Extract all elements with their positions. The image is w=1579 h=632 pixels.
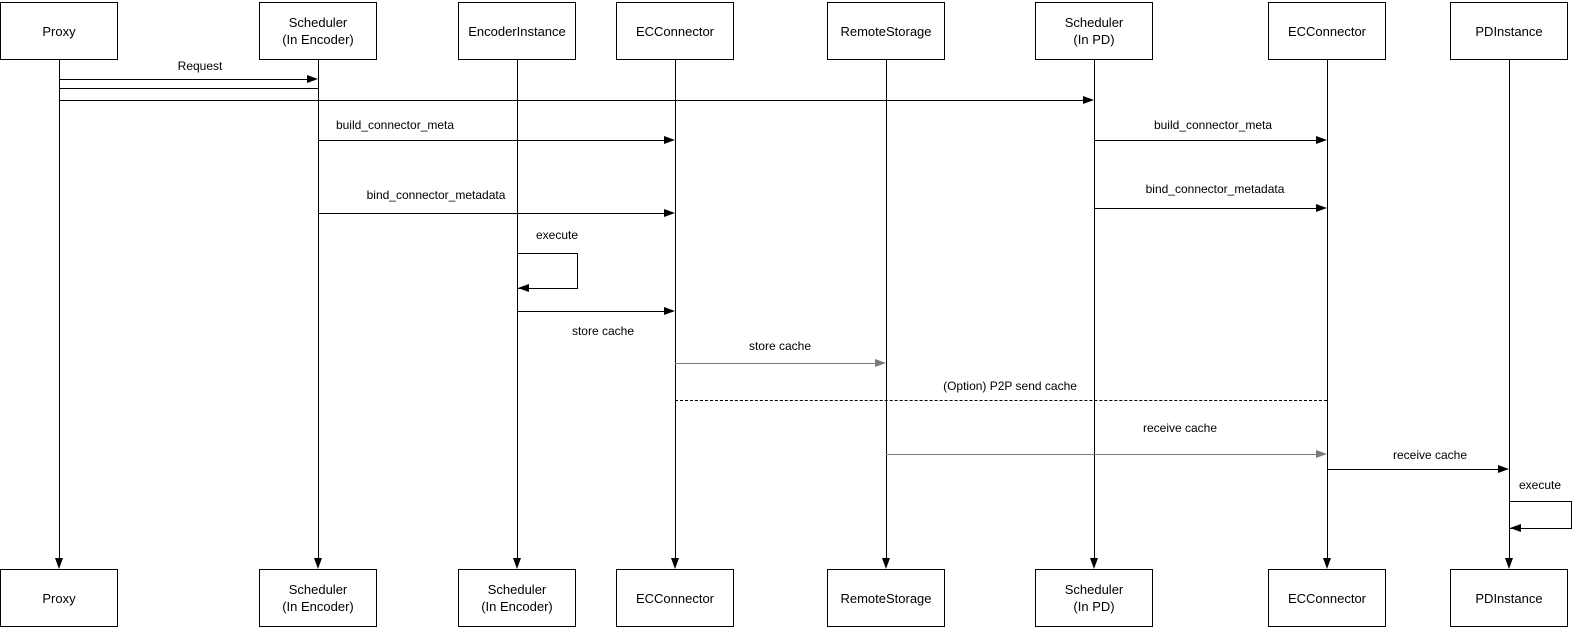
message-line-p2p-send-cache bbox=[675, 400, 1327, 401]
lifeline-arrowhead-proxy bbox=[55, 558, 63, 569]
participant-bottom-encoder-instance: Scheduler (In Encoder) bbox=[458, 569, 576, 627]
message-label-store-cache-ec-to-remote: store cache bbox=[746, 339, 814, 353]
message-line-store-cache-encoder-to-ec bbox=[517, 311, 666, 312]
participant-top-ec-connector-encoder: ECConnector bbox=[616, 2, 734, 60]
lifeline-pd-instance bbox=[1509, 60, 1510, 560]
message-line-build-connector-meta-encoder bbox=[318, 140, 666, 141]
lifeline-ec-connector-pd bbox=[1327, 60, 1328, 560]
message-label-build-connector-meta-encoder: build_connector_meta bbox=[333, 118, 457, 132]
message-line-request bbox=[59, 79, 309, 80]
message-arrowhead-store-cache-ec-to-remote bbox=[875, 359, 886, 367]
participant-top-ec-connector-pd: ECConnector bbox=[1268, 2, 1386, 60]
lifeline-scheduler-in-pd bbox=[1094, 60, 1095, 560]
message-label-receive-cache-remote-to-ec: receive cache bbox=[1140, 421, 1220, 435]
lifeline-arrowhead-scheduler-in-pd bbox=[1090, 558, 1098, 569]
participant-top-encoder-instance: EncoderInstance bbox=[458, 2, 576, 60]
message-arrowhead-proxy-to-scheduler-pd bbox=[1083, 96, 1094, 104]
message-label-bind-connector-metadata-encoder: bind_connector_metadata bbox=[364, 188, 508, 202]
message-line-build-connector-meta-pd bbox=[1094, 140, 1318, 141]
lifeline-ec-connector-encoder bbox=[675, 60, 676, 560]
message-label-receive-cache-ec-to-pd: receive cache bbox=[1390, 448, 1470, 462]
message-arrowhead-build-connector-meta-pd bbox=[1316, 136, 1327, 144]
message-arrowhead-bind-connector-metadata-pd bbox=[1316, 204, 1327, 212]
self-message-label-execute-pd: execute bbox=[1516, 478, 1564, 492]
participant-top-scheduler-in-pd: Scheduler (In PD) bbox=[1035, 2, 1153, 60]
message-arrowhead-bind-connector-metadata-encoder bbox=[664, 209, 675, 217]
message-line-bind-connector-metadata-encoder bbox=[318, 213, 666, 214]
participant-bottom-proxy: Proxy bbox=[0, 569, 118, 627]
message-arrowhead-store-cache-encoder-to-ec bbox=[664, 307, 675, 315]
participant-top-scheduler-in-encoder: Scheduler (In Encoder) bbox=[259, 2, 377, 60]
participant-top-proxy: Proxy bbox=[0, 2, 118, 60]
participant-top-pd-instance: PDInstance bbox=[1450, 2, 1568, 60]
message-arrowhead-receive-cache-remote-to-ec bbox=[1316, 450, 1327, 458]
self-message-loop-execute-pd bbox=[1509, 501, 1572, 529]
participant-bottom-pd-instance: PDInstance bbox=[1450, 569, 1568, 627]
self-message-arrowhead-execute-encoder bbox=[518, 284, 529, 292]
participant-bottom-scheduler-in-encoder: Scheduler (In Encoder) bbox=[259, 569, 377, 627]
message-arrowhead-receive-cache-ec-to-pd bbox=[1498, 465, 1509, 473]
participant-bottom-ec-connector-pd: ECConnector bbox=[1268, 569, 1386, 627]
message-line-receive-cache-remote-to-ec bbox=[886, 454, 1318, 455]
message-label-build-connector-meta-pd: build_connector_meta bbox=[1151, 118, 1275, 132]
participant-bottom-ec-connector-encoder: ECConnector bbox=[616, 569, 734, 627]
message-label-bind-connector-metadata-pd: bind_connector_metadata bbox=[1143, 182, 1287, 196]
lifeline-scheduler-in-encoder bbox=[318, 60, 319, 560]
message-arrowhead-request bbox=[307, 75, 318, 83]
lifeline-proxy bbox=[59, 60, 60, 560]
lifeline-remote-storage bbox=[886, 60, 887, 560]
lifeline-arrowhead-scheduler-in-encoder bbox=[314, 558, 322, 569]
self-message-label-execute-encoder: execute bbox=[533, 228, 581, 242]
message-line-receive-cache-ec-to-pd bbox=[1327, 469, 1500, 470]
lifeline-arrowhead-remote-storage bbox=[882, 558, 890, 569]
lifeline-arrowhead-ec-connector-encoder bbox=[671, 558, 679, 569]
message-line-store-cache-ec-to-remote bbox=[675, 363, 877, 364]
lifeline-arrowhead-ec-connector-pd bbox=[1323, 558, 1331, 569]
lifeline-arrowhead-pd-instance bbox=[1505, 558, 1513, 569]
message-label-store-cache-encoder-to-ec: store cache bbox=[569, 324, 637, 338]
lifeline-arrowhead-encoder-instance bbox=[513, 558, 521, 569]
message-line-proxy-to-scheduler-pd bbox=[59, 100, 1085, 101]
self-message-arrowhead-execute-pd bbox=[1510, 524, 1521, 532]
message-label-p2p-send-cache: (Option) P2P send cache bbox=[941, 379, 1079, 393]
participant-bottom-remote-storage: RemoteStorage bbox=[827, 569, 945, 627]
message-arrowhead-build-connector-meta-encoder bbox=[664, 136, 675, 144]
participant-bottom-scheduler-in-pd: Scheduler (In PD) bbox=[1035, 569, 1153, 627]
message-line-proxy-to-scheduler-encoder-line bbox=[59, 88, 318, 89]
message-label-request: Request bbox=[175, 59, 225, 73]
self-message-loop-execute-encoder bbox=[517, 253, 578, 289]
lifeline-encoder-instance bbox=[517, 60, 518, 560]
participant-top-remote-storage: RemoteStorage bbox=[827, 2, 945, 60]
message-line-bind-connector-metadata-pd bbox=[1094, 208, 1318, 209]
